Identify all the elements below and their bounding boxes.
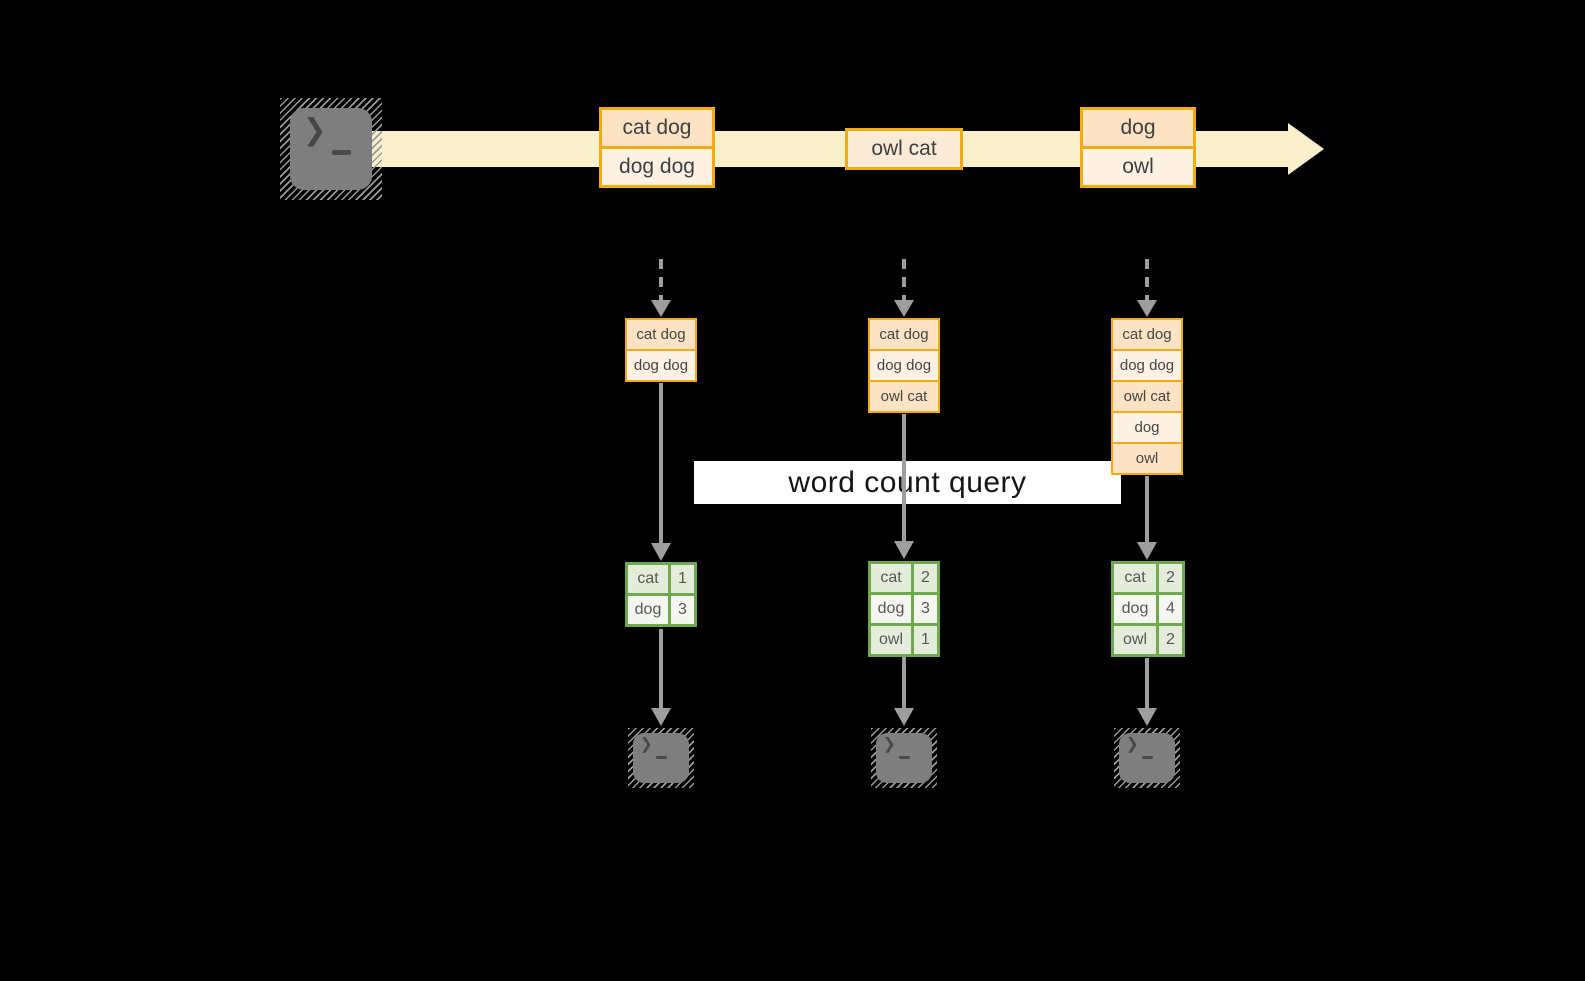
word-cell: owl xyxy=(1114,626,1156,654)
terminal-screen: ❯ xyxy=(290,108,372,190)
count-cell: 2 xyxy=(1159,626,1182,654)
stack-row: owl cat xyxy=(870,382,938,411)
terminal-cursor-icon xyxy=(332,150,351,155)
count-cell: 2 xyxy=(914,564,937,592)
output-terminal-icon-1: ❯ xyxy=(628,728,694,788)
output-terminal-icon-2: ❯ xyxy=(871,728,937,788)
count-table-1: cat 1 dog 3 xyxy=(625,562,697,627)
event-line: owl xyxy=(1083,149,1193,185)
word-cell: cat xyxy=(1114,564,1156,592)
event-line: cat dog xyxy=(602,110,712,146)
stream-arrowhead xyxy=(1288,123,1324,175)
stack-row: cat dog xyxy=(870,320,938,349)
dashed-arrowhead-2 xyxy=(894,300,914,317)
stream-event-3: dog owl xyxy=(1080,107,1196,188)
terminal-screen: ❯ xyxy=(1119,733,1175,783)
stack-row: dog dog xyxy=(1113,351,1181,380)
output-arrowhead-3 xyxy=(1137,708,1157,726)
query-arrowhead-3 xyxy=(1137,542,1157,560)
terminal-screen: ❯ xyxy=(876,733,932,783)
count-table-3: cat 2 dog 4 owl 2 xyxy=(1111,561,1185,657)
count-cell: 1 xyxy=(671,565,694,593)
event-line: dog xyxy=(1083,110,1193,146)
stack-row: owl xyxy=(1113,444,1181,473)
count-cell: 3 xyxy=(914,595,937,623)
stack-row: dog dog xyxy=(870,351,938,380)
word-cell: cat xyxy=(871,564,911,592)
state-stack-1: cat dog dog dog xyxy=(625,318,697,382)
dashed-arrowhead-3 xyxy=(1137,300,1157,317)
terminal-prompt-icon: ❯ xyxy=(883,735,896,754)
count-table-2: cat 2 dog 3 owl 1 xyxy=(868,561,940,657)
word-cell: cat xyxy=(628,565,668,593)
stack-row: dog dog xyxy=(627,351,695,380)
count-cell: 4 xyxy=(1159,595,1182,623)
stack-row: cat dog xyxy=(627,320,695,349)
state-stack-2: cat dog dog dog owl cat xyxy=(868,318,940,413)
output-arrowhead-1 xyxy=(651,708,671,726)
stack-row: dog xyxy=(1113,413,1181,442)
terminal-prompt-icon: ❯ xyxy=(640,735,653,754)
count-cell: 1 xyxy=(914,626,937,654)
terminal-cursor-icon xyxy=(899,756,910,759)
output-arrowhead-2 xyxy=(894,708,914,726)
event-line: owl cat xyxy=(848,131,960,167)
dashed-arrowhead-1 xyxy=(651,300,671,317)
count-cell: 3 xyxy=(671,596,694,624)
stream-event-1: cat dog dog dog xyxy=(599,107,715,188)
count-cell: 2 xyxy=(1159,564,1182,592)
word-cell: dog xyxy=(628,596,668,624)
stream-event-2: owl cat xyxy=(845,128,963,170)
word-cell: dog xyxy=(871,595,911,623)
state-stack-3: cat dog dog dog owl cat dog owl xyxy=(1111,318,1183,475)
terminal-prompt-icon: ❯ xyxy=(303,113,327,146)
word-cell: dog xyxy=(1114,595,1156,623)
query-arrowhead-1 xyxy=(651,543,671,561)
output-terminal-icon-3: ❯ xyxy=(1114,728,1180,788)
terminal-screen: ❯ xyxy=(633,733,689,783)
event-line: dog dog xyxy=(602,149,712,185)
stack-row: owl cat xyxy=(1113,382,1181,411)
terminal-cursor-icon xyxy=(656,756,667,759)
query-arrowhead-2 xyxy=(894,541,914,559)
terminal-prompt-icon: ❯ xyxy=(1126,735,1139,754)
stack-row: cat dog xyxy=(1113,320,1181,349)
terminal-cursor-icon xyxy=(1142,756,1153,759)
query-label: word count query xyxy=(694,461,1121,504)
word-cell: owl xyxy=(871,626,911,654)
source-terminal-icon: ❯ xyxy=(280,98,382,200)
